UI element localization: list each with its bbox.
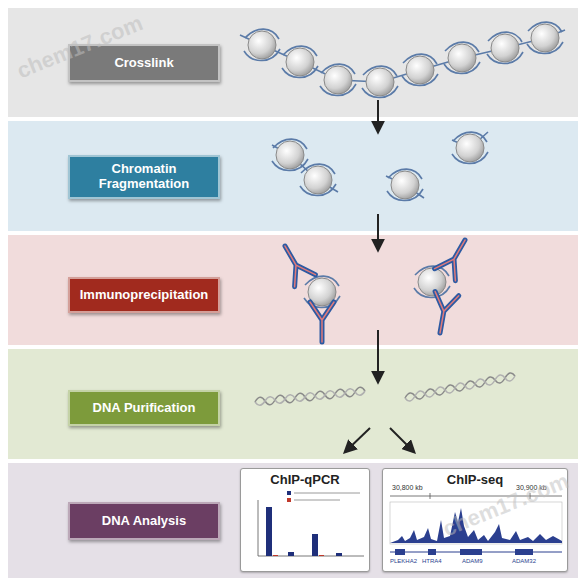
gene-label: ADAM32 xyxy=(512,558,536,564)
nucleosome xyxy=(527,22,563,53)
step-box: Immunoprecipitation xyxy=(68,277,220,313)
dna-strand xyxy=(405,373,515,399)
step-label: Immunoprecipitation xyxy=(76,288,213,303)
antibody xyxy=(435,234,476,281)
step-band xyxy=(8,349,578,459)
linker-dna xyxy=(240,30,565,82)
antibody xyxy=(428,292,459,336)
step-box: DNA Analysis xyxy=(68,502,220,540)
nucleosome xyxy=(402,54,438,85)
step-band xyxy=(8,121,578,231)
nucleosome xyxy=(300,164,336,195)
step-band xyxy=(8,463,578,578)
step-label: Crosslink xyxy=(110,56,177,71)
gene-label: ADAM9 xyxy=(462,558,483,564)
step-band xyxy=(8,235,578,345)
dna-strand xyxy=(255,387,365,405)
nucleosome xyxy=(272,139,308,170)
gene-label: PLEKHA2 xyxy=(390,558,417,564)
nucleosome xyxy=(414,266,450,297)
flow-arrow xyxy=(390,428,414,452)
antibody xyxy=(275,240,316,287)
antibody xyxy=(310,302,334,342)
nucleosome xyxy=(244,29,280,60)
flow-arrow xyxy=(377,100,379,132)
dna-strand xyxy=(405,375,515,401)
step-label: Chromatin Fragmentation xyxy=(70,162,218,192)
gene-label: HTRA4 xyxy=(422,558,442,564)
step-label: DNA Analysis xyxy=(98,514,190,529)
step-box: Chromatin Fragmentation xyxy=(68,155,220,199)
nucleosome xyxy=(282,46,318,77)
step-box: DNA Purification xyxy=(68,390,220,426)
nucleosome xyxy=(362,66,398,97)
step-label: DNA Purification xyxy=(89,401,200,416)
nucleosome xyxy=(320,64,356,95)
step-band xyxy=(8,8,578,117)
nucleosome xyxy=(452,132,488,163)
flow-arrow xyxy=(377,214,379,250)
dna-strand xyxy=(255,389,365,406)
flow-arrow xyxy=(377,330,379,382)
axis-label: 30,800 kb xyxy=(392,484,423,491)
nucleosome xyxy=(387,169,423,200)
panel-title: ChIP-qPCR xyxy=(241,469,369,487)
flow-arrow xyxy=(345,428,370,452)
nucleosome xyxy=(444,42,480,73)
result-panel: ChIP-qPCR xyxy=(240,468,370,572)
nucleosome xyxy=(487,32,523,63)
